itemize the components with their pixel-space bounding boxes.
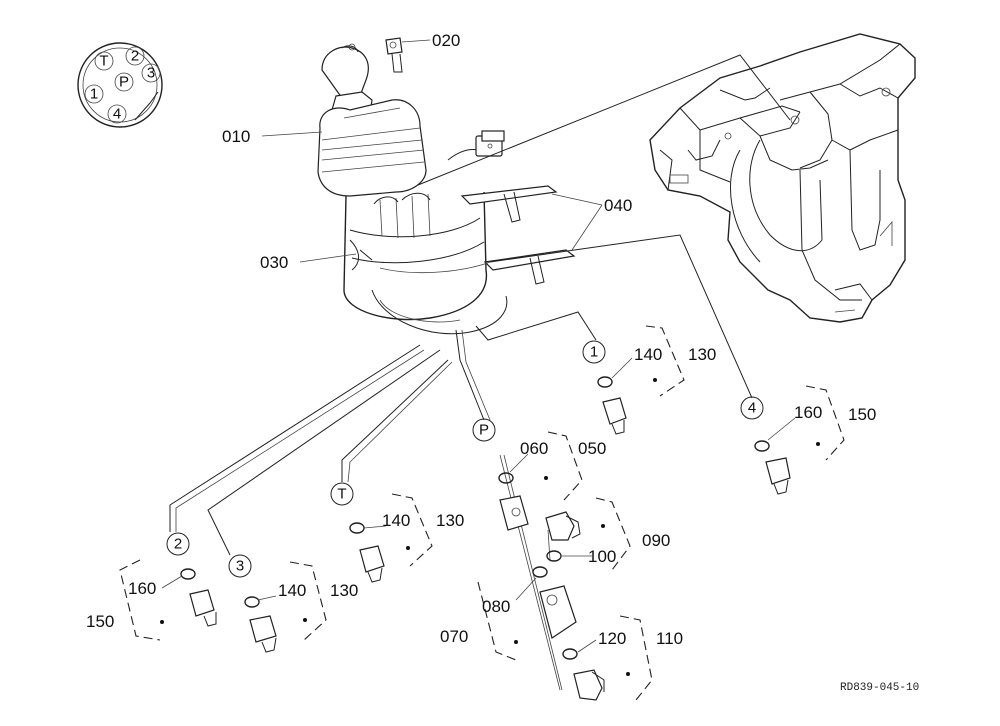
- label-160-port4: 160: [794, 403, 822, 422]
- label-040: 040: [604, 196, 632, 215]
- mounting-bracket: [649, 33, 916, 323]
- label-100: 100: [588, 547, 616, 566]
- label-130-port3: 130: [330, 581, 358, 600]
- port-key-3: 3: [147, 65, 155, 82]
- label-140-port1: 140: [634, 345, 662, 364]
- port-markers: 1 2 3 4 P T: [166, 340, 764, 578]
- label-150-port4: 150: [848, 405, 876, 424]
- label-130-portT: 130: [436, 511, 464, 530]
- port-marker-1: 1: [590, 344, 598, 361]
- label-020: 020: [432, 31, 460, 50]
- group-brackets: [119, 325, 845, 701]
- port-key-P: P: [119, 74, 129, 91]
- label-060: 060: [520, 439, 548, 458]
- label-080: 080: [482, 597, 510, 616]
- port-marker-T: T: [337, 486, 346, 503]
- label-150-port2: 150: [86, 612, 114, 631]
- label-120: 120: [598, 629, 626, 648]
- port-marker-3: 3: [236, 558, 244, 575]
- port-marker-P: P: [479, 422, 489, 439]
- label-140-port3: 140: [278, 581, 306, 600]
- label-010: 010: [222, 127, 250, 146]
- label-030: 030: [260, 253, 288, 272]
- port-key-4: 4: [113, 106, 121, 123]
- joystick-assembly: [317, 37, 508, 335]
- label-110: 110: [656, 629, 683, 648]
- label-090: 090: [642, 531, 670, 550]
- cable-ties: [379, 185, 576, 285]
- label-070: 070: [440, 627, 468, 646]
- fittings: [160, 376, 820, 701]
- label-140-portT: 140: [382, 511, 410, 530]
- port-marker-4: 4: [748, 400, 756, 417]
- port-marker-2: 2: [174, 536, 182, 553]
- port-key-connector: T 2 3 P 1 4: [77, 42, 163, 128]
- port-key-2: 2: [131, 48, 139, 65]
- part-labels: 010 020 030 040 050 060 070 080 090 100 …: [86, 31, 876, 648]
- port-key-1: 1: [90, 86, 98, 103]
- leader-lines: [161, 39, 796, 653]
- port-key-T: T: [99, 53, 108, 70]
- label-050: 050: [578, 439, 606, 458]
- label-160-port2: 160: [128, 579, 156, 598]
- label-130-port1: 130: [688, 345, 716, 364]
- drawing-reference-code: RD839-045-10: [840, 682, 919, 694]
